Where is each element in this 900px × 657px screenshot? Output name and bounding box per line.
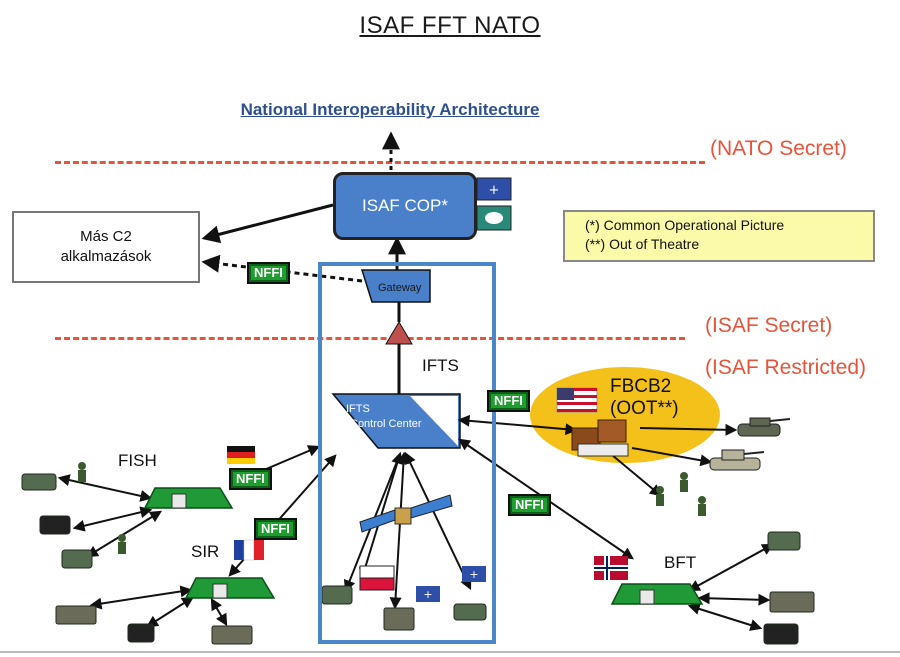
control-center-label: IFTS Control Center [346,402,422,432]
isaf-secret-label: (ISAF Secret) [705,314,833,337]
legend-line-oot: (**) Out of Theatre [585,236,700,252]
c2-label-line1: Más C2 [80,228,132,245]
control-center-line2: Control Center [350,418,422,430]
humvee-icon [767,531,801,551]
france-flag-icon [234,539,264,561]
humvee-icon [21,473,57,491]
fbcb2-line1: FBCB2 [610,376,672,397]
humvee-icon [321,585,353,605]
soldier-icon [698,496,706,504]
ifts-system-frame [318,262,496,644]
soldier-icon [680,472,688,480]
nato-secret-boundary [55,161,705,164]
svg-text:+: + [489,183,500,198]
germany-flag-icon [227,446,255,464]
humvee-icon [127,623,155,643]
abbreviation-legend: (*) Common Operational Picture (**) Out … [563,210,875,262]
nffi-badge-bft: NFFI [508,494,551,516]
truck-icon [55,605,97,625]
fbcb2-line2: (OOT**) [610,398,679,419]
bottom-divider [0,651,900,653]
other-c2-applications-node: Más C2 alkalmazások [12,211,200,283]
bft-tent-icon [610,583,704,605]
diagram-subtitle: National Interoperability Architecture [240,100,540,119]
nffi-badge-fish: NFFI [229,468,272,490]
humvee-icon [61,549,93,569]
fbcb2-equipment-icon [571,419,629,457]
nato-flag-icon: + [476,177,512,201]
soldier-icon [78,462,86,470]
satellite-icon [359,494,453,533]
tank-icon [709,449,765,471]
isaf-cop-label: ISAF COP* [362,196,448,215]
fish-tent-icon [143,487,234,509]
fish-node-label: FISH [118,451,157,470]
page-title: ISAF FFT NATO [359,12,541,39]
gateway-label: Gateway [378,282,422,294]
nffi-badge-c2: NFFI [247,262,290,284]
truck-icon [211,625,253,645]
isaf-secret-boundary [55,337,685,340]
nffi-badge-fbcb2: NFFI [487,390,530,412]
nffi-badge-sir: NFFI [254,518,297,540]
cop-to-c2-arrow [201,203,334,244]
isaf-restricted-label: (ISAF Restricted) [705,356,867,379]
isaf-flag-icon [476,205,512,231]
c2-label-line2: alkalmazások [60,248,152,265]
poland-flag-icon [359,565,395,591]
cc-to-fbcb2-arrow [457,414,578,436]
nato-flag-icon: + [462,566,486,582]
soldier-icon [118,534,126,542]
humvee-icon [453,603,487,621]
legend-line-cop: (*) Common Operational Picture [585,217,785,233]
control-center-line1: IFTS [346,403,370,415]
isaf-cop-node: ISAF COP* [333,172,477,240]
svg-text:+: + [469,568,478,581]
nato-flag-icon: + [416,586,440,602]
soldier-icon [656,486,664,494]
svg-text:+: + [423,588,432,601]
usa-flag-icon [556,387,598,413]
truck-icon [383,607,415,631]
bft-node-label: BFT [664,553,697,572]
humvee-icon [763,623,799,645]
norway-flag-icon [594,556,628,580]
humvee-icon [39,515,71,535]
ifts-label: IFTS [422,356,459,375]
tank-icon [737,417,791,437]
truck-icon [769,591,815,613]
nato-secret-label: (NATO Secret) [710,137,847,160]
sir-node-label: SIR [191,542,220,561]
sir-tent-icon [184,577,276,599]
fbcb2-label: FBCB2 (OOT**) [610,376,679,420]
gateway-shape [360,269,431,303]
